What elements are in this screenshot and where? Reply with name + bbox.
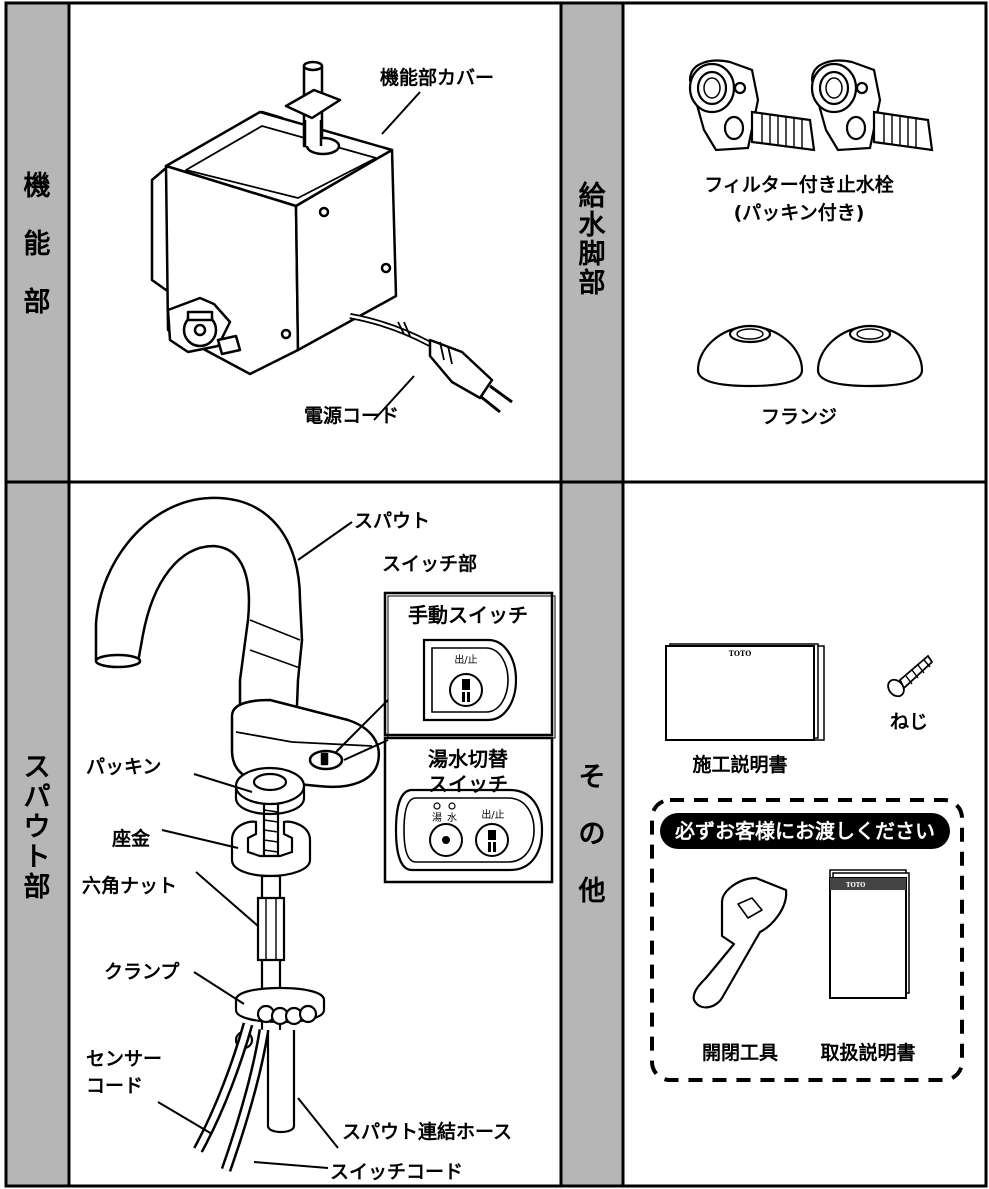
section-char: 部 (579, 267, 606, 299)
stop-valve-right (810, 59, 934, 152)
washer-label: 座金 (112, 827, 151, 850)
mix-switch-mark: 出/止 (481, 808, 504, 821)
section-char: ウ (24, 812, 51, 843)
tool-label: 開閉工具 (702, 1042, 778, 1064)
section-char: 水 (579, 210, 607, 241)
section-char: 部 (24, 871, 51, 903)
spout-label: スパウト (354, 510, 430, 532)
guide-label: 取扱説明書 (820, 1041, 915, 1064)
spout (94, 496, 381, 789)
hose-label: スパウト連結ホース (342, 1120, 512, 1143)
sensor-cord-label-2: コード (86, 1075, 143, 1097)
switch-section-label: スイッチ部 (382, 552, 477, 575)
stop-valve-left (688, 59, 816, 152)
function-unit (150, 60, 513, 414)
packing-label: パッキン (86, 756, 161, 778)
section-char: 給 (579, 180, 607, 212)
section-char: そ (579, 762, 606, 793)
section-char: パ (24, 782, 51, 813)
spout-leaders (157, 521, 353, 1169)
screw-label: ねじ (890, 711, 928, 733)
section-spout: ス パ ウ ト 部 (24, 752, 51, 903)
manual-switch-box (383, 591, 556, 739)
flange-label: フランジ (761, 406, 837, 428)
section-sonota: そ の 他 (578, 762, 606, 907)
kino-leaders (373, 91, 421, 421)
mix-switch-box (383, 736, 554, 884)
user-guide (829, 869, 910, 999)
section-char: 部 (24, 286, 51, 318)
cover-label: 機能部カバー (380, 66, 494, 89)
grid (4, 1, 988, 1188)
mix-hot-mark: 湯 (432, 811, 442, 824)
manual-label: 施工説明書 (692, 753, 787, 776)
section-char: 機 (24, 171, 51, 202)
guide-brand: TOTO (846, 882, 865, 889)
switch-callout (335, 699, 389, 761)
stop-valve-label: フィルター付き止水栓 (704, 173, 894, 196)
switch-cord-label: スイッチコード (330, 1161, 463, 1183)
mix-cold-mark: 水 (447, 812, 457, 824)
installation-manual (665, 643, 825, 741)
manual-brand: TOTO (729, 649, 752, 658)
opening-tool (692, 876, 788, 1009)
sensor-cord-label-1: センサー (86, 1048, 162, 1070)
spout-mounting (193, 766, 326, 1172)
mix-switch-title-1: 湯水切替 (428, 747, 508, 771)
section-char: の (579, 819, 606, 850)
power-cord-label: 電源コード (304, 404, 399, 427)
section-char: 他 (578, 876, 606, 907)
flange-left (696, 324, 804, 388)
section-kino: 機 能 部 (24, 171, 51, 318)
mix-switch-title-2: スイッチ (428, 772, 508, 796)
section-char: 脚 (579, 239, 606, 270)
section-kyusui: 給 水 脚 部 (579, 180, 607, 299)
section-char: 能 (24, 228, 51, 260)
section-char: ス (24, 752, 51, 783)
flange-right (816, 324, 924, 388)
clamp-label: クランプ (104, 960, 180, 983)
nut-label: 六角ナット (82, 874, 177, 897)
section-char: ト (24, 842, 51, 873)
screw (887, 654, 934, 698)
hand-over-banner: 必ずお客様にお渡しください (674, 819, 935, 843)
hand-over-box (650, 798, 964, 1082)
manual-switch-title: 手動スイッチ (408, 603, 528, 627)
manual-switch-mark: 出/止 (454, 653, 477, 666)
stop-valve-packing-label: (パッキン付き) (734, 201, 865, 224)
